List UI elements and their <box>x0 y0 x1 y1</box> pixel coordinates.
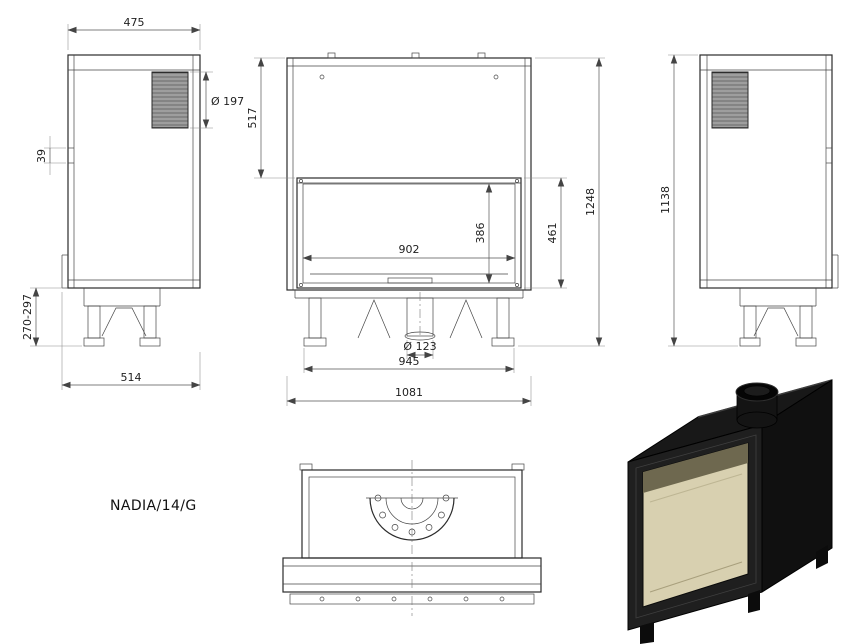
dim-door-height: 461 <box>524 177 567 289</box>
dim-leg-height-value: 270-297 <box>21 294 34 340</box>
side-right-flue-outlet <box>711 71 749 129</box>
dim-total-height-value: 1248 <box>584 188 597 216</box>
top-view <box>282 460 542 616</box>
front-door-handle <box>387 277 433 284</box>
render-chimney <box>735 382 779 429</box>
dim-glass-width-value: 902 <box>399 243 420 256</box>
front-body <box>286 57 532 291</box>
front-view: 517 902 386 461 1248 Ø 123 <box>246 52 605 406</box>
render-leg-back-right <box>816 545 828 569</box>
front-door-frame <box>296 177 522 289</box>
render-glass-band <box>643 443 748 493</box>
dim-glass-opening-height: 386 <box>474 183 493 284</box>
dim-chimney-diameter: Ø 197 <box>190 71 244 129</box>
dim-intake-diameter: Ø 123 <box>403 340 437 359</box>
side-left-flue-outlet <box>151 71 189 129</box>
dim-depth-bottom: 514 <box>61 292 201 390</box>
render-3d <box>627 379 833 644</box>
side-view-left: 475 Ø 197 39 270-297 514 <box>21 16 244 390</box>
dim-body-height-value: 1138 <box>659 186 672 214</box>
dim-glass-width: 902 <box>302 243 516 262</box>
side-right-body <box>699 54 833 289</box>
dim-chimney-diameter-value: Ø 197 <box>211 95 244 108</box>
dim-leg-height-range: 270-297 <box>21 287 82 347</box>
dim-base-width-value: 945 <box>399 355 420 368</box>
side-left-body <box>67 54 201 289</box>
dim-upper-height: 517 <box>246 57 295 179</box>
dim-base-width: 945 <box>303 348 515 373</box>
model-label: NADIA/14/G <box>110 498 197 514</box>
dim-glass-opening-height-value: 386 <box>474 223 487 244</box>
dim-frame-offset: 39 <box>35 136 66 175</box>
side-view-right: 1138 <box>659 54 839 347</box>
dim-total-width-value: 1081 <box>395 386 423 399</box>
dim-depth-bottom-value: 514 <box>121 371 142 384</box>
dim-body-height: 1138 <box>659 54 738 347</box>
render-leg-front-right <box>748 590 760 613</box>
render-leg-front-left <box>640 622 654 644</box>
dim-total-height: 1248 <box>518 57 605 347</box>
dim-upper-height-value: 517 <box>246 108 259 129</box>
dim-total-width: 1081 <box>286 376 532 406</box>
dim-depth-top-value: 475 <box>124 16 145 29</box>
dim-intake-diameter-value: Ø 123 <box>403 340 436 353</box>
dim-depth-top: 475 <box>67 16 201 50</box>
dim-frame-offset-value: 39 <box>35 149 48 163</box>
dim-door-height-value: 461 <box>546 223 559 244</box>
